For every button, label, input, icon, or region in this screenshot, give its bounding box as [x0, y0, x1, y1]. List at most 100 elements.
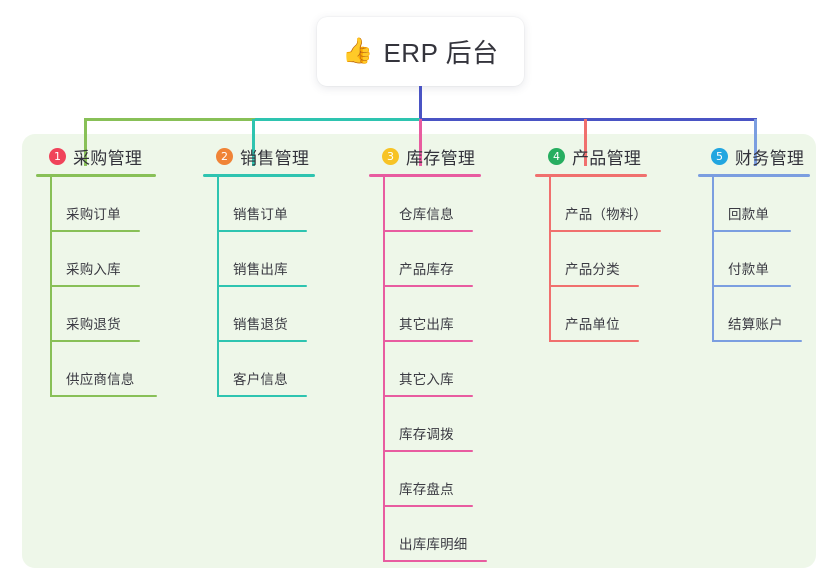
leaf-item-label: 库存盘点 — [399, 482, 454, 497]
branch-underline-5 — [698, 174, 810, 177]
leaf-item-underline — [50, 285, 140, 287]
leaf-item[interactable]: 销售退货 — [203, 287, 315, 342]
leaf-item-label: 销售出库 — [233, 262, 288, 277]
leaf-item-label: 结算账户 — [728, 317, 783, 332]
branch-title-5: 财务管理 — [735, 148, 805, 168]
leaf-item-underline — [383, 285, 473, 287]
branch-head-1[interactable]: 1 采购管理 — [36, 143, 156, 169]
branch-items-1: 采购订单采购入库采购退货供应商信息 — [36, 177, 157, 397]
leaf-item[interactable]: 客户信息 — [203, 342, 315, 397]
leaf-item[interactable]: 产品（物料） — [535, 177, 661, 232]
leaf-item[interactable]: 销售出库 — [203, 232, 315, 287]
leaf-item-underline — [383, 450, 473, 452]
branch-title-4: 产品管理 — [572, 148, 642, 168]
branch-column-1: 1 采购管理采购订单采购入库采购退货供应商信息 — [36, 143, 157, 397]
leaf-item-label: 产品库存 — [399, 262, 454, 277]
leaf-item-underline — [217, 340, 307, 342]
branch-badge-3: 3 — [382, 147, 399, 165]
leaf-item-underline — [549, 230, 661, 232]
leaf-item[interactable]: 结算账户 — [698, 287, 810, 342]
branch-spine-1 — [50, 177, 52, 397]
leaf-item[interactable]: 库存盘点 — [369, 452, 481, 507]
branch-head-4[interactable]: 4 产品管理 — [535, 143, 647, 169]
leaf-item[interactable]: 出库库明细 — [369, 507, 487, 562]
leaf-item[interactable]: 产品单位 — [535, 287, 647, 342]
leaf-item-label: 采购入库 — [66, 262, 121, 277]
leaf-item-underline — [549, 340, 639, 342]
leaf-item[interactable]: 产品库存 — [369, 232, 481, 287]
branch-head-5[interactable]: 5 财务管理 — [698, 143, 810, 169]
leaf-item-label: 产品（物料） — [565, 207, 648, 222]
leaf-item-underline — [50, 340, 140, 342]
branch-items-2: 销售订单销售出库销售退货客户信息 — [203, 177, 315, 397]
root-node-title: ERP 后台 — [383, 38, 499, 68]
leaf-item[interactable]: 采购退货 — [36, 287, 156, 342]
leaf-item-label: 仓库信息 — [399, 207, 454, 222]
branches-panel — [22, 134, 816, 568]
branch-spine-5 — [712, 177, 714, 342]
leaf-item-underline — [383, 340, 473, 342]
branch-underline-4 — [535, 174, 647, 177]
leaf-item[interactable]: 产品分类 — [535, 232, 647, 287]
leaf-item[interactable]: 采购订单 — [36, 177, 156, 232]
leaf-item-underline — [383, 395, 473, 397]
branch-spine-3 — [383, 177, 385, 562]
leaf-item-underline — [712, 285, 791, 287]
leaf-item-underline — [50, 395, 157, 397]
leaf-item-underline — [383, 505, 473, 507]
leaf-item-label: 供应商信息 — [66, 372, 135, 387]
leaf-item[interactable]: 库存调拨 — [369, 397, 481, 452]
branch-badge-2: 2 — [216, 147, 233, 165]
branch-title-2: 销售管理 — [240, 148, 310, 168]
leaf-item-underline — [712, 230, 791, 232]
leaf-item-label: 其它入库 — [399, 372, 454, 387]
leaf-item-label: 其它出库 — [399, 317, 454, 332]
leaf-item[interactable]: 回款单 — [698, 177, 810, 232]
branch-spine-2 — [217, 177, 219, 397]
leaf-item[interactable]: 其它入库 — [369, 342, 481, 397]
leaf-item-label: 库存调拨 — [399, 427, 454, 442]
branch-items-5: 回款单付款单结算账户 — [698, 177, 810, 342]
leaf-item-label: 客户信息 — [233, 372, 288, 387]
branch-items-4: 产品（物料） 产品分类产品单位 — [535, 177, 661, 342]
leaf-item-underline — [217, 395, 307, 397]
branch-title-1: 采购管理 — [73, 148, 143, 168]
leaf-item-label: 付款单 — [728, 262, 770, 277]
leaf-item-label: 销售退货 — [233, 317, 288, 332]
leaf-item-label: 采购订单 — [66, 207, 121, 222]
branch-head-3[interactable]: 3 库存管理 — [369, 143, 481, 169]
leaf-item-underline — [383, 230, 473, 232]
leaf-item[interactable]: 供应商信息 — [36, 342, 157, 397]
branch-head-2[interactable]: 2 销售管理 — [203, 143, 315, 169]
branch-column-2: 2 销售管理销售订单销售出库销售退货客户信息 — [203, 143, 315, 397]
leaf-item[interactable]: 采购入库 — [36, 232, 156, 287]
leaf-item-label: 出库库明细 — [399, 537, 468, 552]
branch-badge-5: 5 — [711, 147, 728, 165]
leaf-item-underline — [383, 560, 487, 562]
leaf-item-label: 销售订单 — [233, 207, 288, 222]
branch-column-3: 3 库存管理仓库信息产品库存其它出库其它入库库存调拨库存盘点出库库明细 — [369, 143, 487, 562]
branch-title-3: 库存管理 — [406, 148, 476, 168]
leaf-item[interactable]: 销售订单 — [203, 177, 315, 232]
branch-column-5: 5 财务管理回款单付款单结算账户 — [698, 143, 810, 342]
branch-badge-4: 4 — [548, 147, 565, 165]
leaf-item[interactable]: 付款单 — [698, 232, 810, 287]
branch-column-4: 4 产品管理产品（物料） 产品分类产品单位 — [535, 143, 661, 342]
branch-items-3: 仓库信息产品库存其它出库其它入库库存调拨库存盘点出库库明细 — [369, 177, 487, 562]
branch-badge-1: 1 — [49, 147, 66, 165]
leaf-item[interactable]: 仓库信息 — [369, 177, 481, 232]
leaf-item-underline — [50, 230, 140, 232]
root-node-content: 👍 ERP 后台 — [342, 33, 498, 70]
leaf-item-underline — [217, 230, 307, 232]
leaf-item-label: 回款单 — [728, 207, 770, 222]
branch-spine-4 — [549, 177, 551, 342]
leaf-item[interactable]: 其它出库 — [369, 287, 481, 342]
leaf-item-label: 产品单位 — [565, 317, 620, 332]
root-node-erp-backend[interactable]: 👍 ERP 后台 — [317, 17, 524, 86]
leaf-item-label: 产品分类 — [565, 262, 620, 277]
leaf-item-label: 采购退货 — [66, 317, 121, 332]
leaf-item-underline — [549, 285, 639, 287]
branch-underline-2 — [203, 174, 315, 177]
leaf-item-underline — [217, 285, 307, 287]
